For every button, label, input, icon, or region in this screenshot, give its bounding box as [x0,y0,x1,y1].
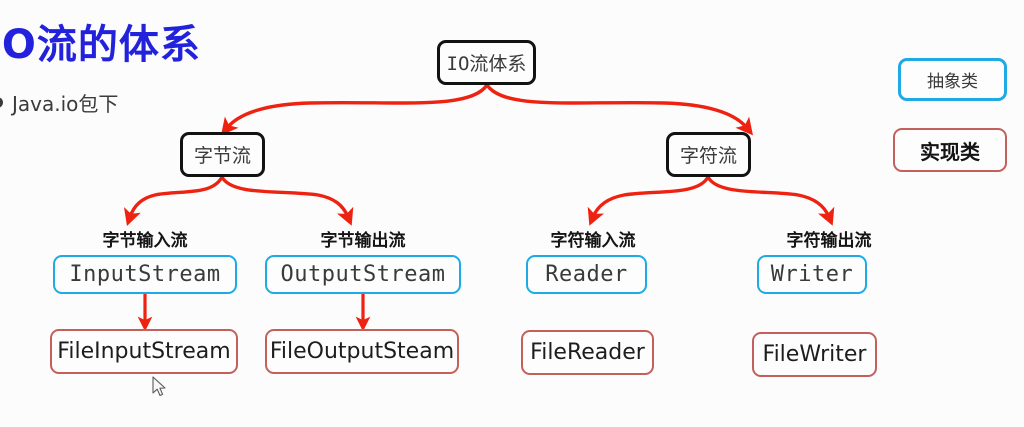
node-byte-stream[interactable]: 字节流 [180,132,265,177]
node-outputstream[interactable]: OutputStream [265,255,461,294]
legend-abstract-class[interactable]: 抽象类 [898,58,1007,101]
bullet-dot-icon [0,97,3,108]
node-fileoutputsteam[interactable]: FileOutputSteam [265,329,459,374]
node-fileinputstream[interactable]: FileInputStream [50,329,238,374]
legend-concrete-class[interactable]: 实现类 [893,128,1007,172]
node-filewriter[interactable]: FileWriter [752,332,877,377]
node-inputstream[interactable]: InputStream [53,255,237,294]
node-char-stream[interactable]: 字符流 [666,132,751,177]
arrow-byte-stream-to-byte-output [220,175,354,226]
arrow-byte-stream-to-byte-input [123,175,224,227]
caption-byte-output-stream: 字节输出流 [320,231,406,251]
node-writer[interactable]: Writer [757,255,867,294]
arrow-root-to-char-stream [485,83,754,136]
node-io-stream-system[interactable]: IO流体系 [437,40,536,85]
caption-char-output-stream: 字符输出流 [786,231,872,251]
caption-byte-input-stream: 字节输入流 [102,231,188,251]
node-filereader[interactable]: FileReader [521,330,654,375]
mouse-cursor-icon [152,376,166,397]
page-title: IO流的体系 [0,22,201,68]
caption-char-input-stream: 字符输入流 [550,231,636,251]
arrow-root-to-byte-stream [220,83,489,136]
arrow-char-stream-to-char-input [587,175,710,226]
node-reader[interactable]: Reader [526,255,647,294]
bullet-list-item: Java.io包下 [0,88,118,117]
bullet-item-label: Java.io包下 [12,92,119,116]
arrow-char-stream-to-char-output [706,175,835,226]
